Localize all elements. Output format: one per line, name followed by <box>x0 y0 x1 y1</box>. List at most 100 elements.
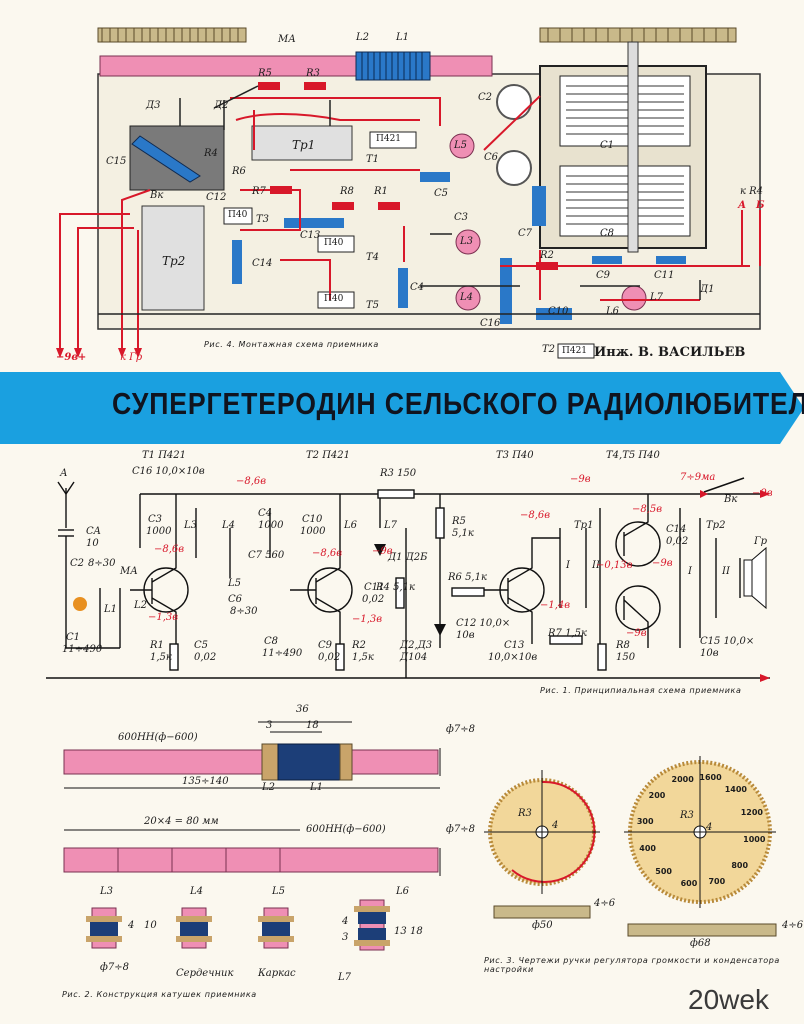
transistor-t2-box <box>557 343 595 359</box>
gear-strip-left <box>97 27 247 43</box>
lbl-c9: C9 <box>318 640 333 651</box>
coil-dim13: 13 <box>394 926 407 937</box>
label-c8: C8 <box>600 228 615 239</box>
rod1-dim18: 18 <box>306 720 319 731</box>
cap-c7 <box>532 186 546 226</box>
knob1-r: R3 <box>518 808 532 819</box>
coil-l6-label: L6 <box>396 886 410 897</box>
gear-strip-right <box>539 27 737 43</box>
lbl-c6: C6 <box>228 594 243 605</box>
voltage-3: −9в <box>570 474 591 485</box>
resistor-r5 <box>258 82 280 90</box>
fig3-caption: Рис. 3. Чертежи ручки регулятора громкос… <box>484 956 780 974</box>
label-tr1: Тр1 <box>292 138 316 152</box>
label-ma: МА <box>278 34 296 45</box>
voltage-15: −9в <box>372 546 393 557</box>
voltage-6: −1,3в <box>148 612 179 623</box>
voltage-10: −9в <box>626 628 647 639</box>
lbl-a: А <box>60 468 68 479</box>
dial-scale-label: 200 <box>648 791 666 801</box>
rod2-dia: ф7÷8 <box>446 824 475 835</box>
coil-dim10: 10 <box>144 920 157 931</box>
label-l5: L5 <box>454 140 468 151</box>
lbl-c1-v: 11÷490 <box>62 644 103 655</box>
fig1-svg <box>46 477 770 682</box>
label-c16: C16 <box>480 318 501 329</box>
voltage-2: −8,6в <box>154 544 185 555</box>
label-l4: L4 <box>460 292 474 303</box>
rod1-length: 135÷140 <box>182 776 229 787</box>
rod1-material: 600НН(ф−600) <box>118 732 198 743</box>
dial-scale-label: 2000 <box>671 775 694 785</box>
knob2-h: 4÷6 <box>782 920 804 931</box>
lbl-c4-v: 1000 <box>258 520 284 531</box>
label-p40a: П40 <box>324 238 344 248</box>
voltage-9: −1,4в <box>540 600 571 611</box>
label-d3: Д3 <box>146 100 161 111</box>
coil-dim3: 3 <box>342 932 349 943</box>
title-banner <box>0 372 804 444</box>
label-c13: C13 <box>300 230 321 241</box>
lbl-l4: L4 <box>222 520 236 531</box>
lbl-c15: C15 10,0× <box>700 636 755 647</box>
lbl-l3: L3 <box>184 520 198 531</box>
fig4-svg <box>56 27 761 359</box>
lbl-ca-v: 10 <box>86 538 99 549</box>
lbl-c9-v: 0,02 <box>318 652 341 663</box>
lbl-ii2: II <box>722 566 730 577</box>
rod2-length: 20×4 = 80 мм <box>144 816 219 827</box>
label-l1: L1 <box>396 32 410 43</box>
lbl-c5: C5 <box>194 640 209 651</box>
label-d1: Д1 <box>700 284 715 295</box>
lbl-c12-v: 10в <box>456 630 475 641</box>
article-title: СУПЕРГЕТЕРОДИН СЕЛЬСКОГО РАДИОЛЮБИТЕЛЯ <box>112 386 804 421</box>
resistor-r3 <box>304 82 326 90</box>
coil-l3-label: L3 <box>100 886 114 897</box>
knob1-dia: ф50 <box>532 920 553 931</box>
lbl-r6: R6 5,1к <box>448 572 487 583</box>
lbl-c8-v: 11÷490 <box>262 648 303 659</box>
lbl-l1: L1 <box>104 604 118 615</box>
label-r5: R5 <box>258 68 272 79</box>
fig4-caption: Рис. 4. Монтажная схема приемника <box>204 340 379 349</box>
lbl-c7: C7 560 <box>248 550 285 561</box>
rod2-material: 600НН(ф−600) <box>306 824 386 835</box>
lbl-c5-v: 0,02 <box>194 652 217 663</box>
dial-scale-label: 500 <box>655 867 672 877</box>
rod2 <box>63 847 439 873</box>
label-c12: C12 <box>206 192 227 203</box>
transistor-t4-box <box>317 235 355 253</box>
rod1 <box>63 749 439 775</box>
fig2-svg <box>63 721 441 951</box>
volume-control-r4 <box>129 125 225 191</box>
knob2-dia: ф68 <box>690 938 711 949</box>
label-p40b: П40 <box>324 294 344 304</box>
voltage-7: −1,3в <box>352 614 383 625</box>
lbl-i2: I <box>688 566 692 577</box>
dial-scale-label: 1200 <box>740 807 763 817</box>
label-r2: R2 <box>540 250 554 261</box>
label-l6: L6 <box>606 306 620 317</box>
lbl-r8: R8 <box>616 640 630 651</box>
voltage-14: −9в <box>752 488 773 499</box>
label-t5: T5 <box>366 300 380 311</box>
label-c4: C4 <box>410 282 425 293</box>
dial-scale-label: 1600 <box>699 772 722 782</box>
lbl-gr: Гр <box>754 536 768 547</box>
coil-frame: Каркас <box>258 968 296 979</box>
lbl-c13: C13 <box>504 640 525 651</box>
lbl-tr2: Тр2 <box>706 520 726 531</box>
voltage-8: −8,5в <box>632 504 663 515</box>
ferrite-rod <box>99 55 493 77</box>
rod1-dia: ф7÷8 <box>446 724 475 735</box>
lbl-c14-v: 0,02 <box>666 536 689 547</box>
lbl-c6-v: 8÷30 <box>230 606 258 617</box>
lbl-c14: C14 <box>666 524 687 535</box>
transistor-t3-box <box>223 207 253 225</box>
lbl-vk: Вк <box>724 494 738 505</box>
label-c3: C3 <box>454 212 469 223</box>
lbl-ii1: II <box>592 560 600 571</box>
lbl-r7: R7 1,5к <box>548 628 587 639</box>
label-tr2: Тр2 <box>162 254 186 268</box>
lbl-l7: L7 <box>384 520 398 531</box>
